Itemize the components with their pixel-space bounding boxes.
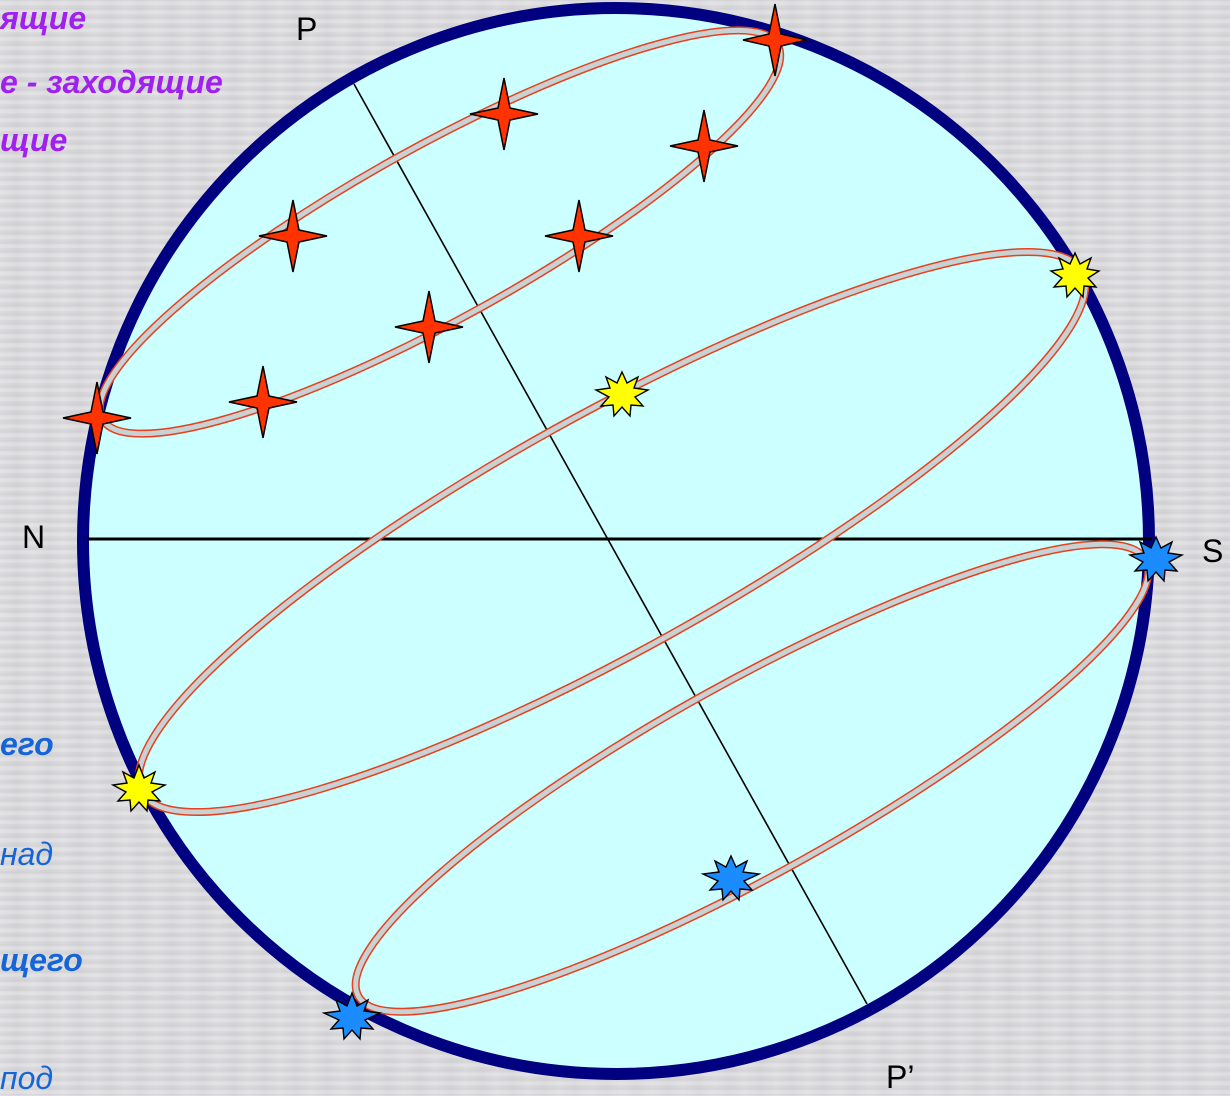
stars-rising-setting	[110, 251, 1101, 813]
caption-above-horizon: над	[0, 836, 54, 872]
four-point-star-icon	[742, 3, 808, 77]
four-point-star-icon	[669, 109, 739, 183]
four-point-star-icon	[258, 199, 328, 273]
celestial-sphere	[77, 2, 1155, 1080]
four-point-star-icon	[394, 290, 464, 364]
label-pole-north: P	[296, 11, 317, 47]
caption-below-horizon: под	[0, 1060, 54, 1096]
caption-rising-setting: е - заходящие	[0, 64, 223, 100]
four-point-star-icon	[469, 77, 539, 151]
burst-star-yellow-icon	[593, 370, 651, 418]
four-point-star-icon	[544, 199, 614, 273]
caption-upper-culmination: его	[0, 726, 54, 762]
four-point-star-icon	[62, 381, 132, 455]
burst-star-blue-icon	[321, 991, 383, 1041]
label-pole-south: P’	[886, 1059, 914, 1094]
label-south: S	[1202, 533, 1223, 569]
caption-non-rising: щие	[0, 122, 68, 158]
burst-star-yellow-icon	[110, 763, 168, 813]
caption-non-setting: ящие	[0, 0, 87, 36]
burst-star-yellow-icon	[1049, 251, 1101, 299]
world-axis	[353, 83, 868, 1005]
burst-star-blue-icon	[1127, 535, 1185, 583]
burst-star-blue-icon	[700, 854, 762, 902]
label-north: N	[22, 519, 45, 555]
caption-lower-culmination: щего	[0, 942, 83, 978]
stars-non-setting	[62, 3, 808, 455]
stars-non-rising	[321, 535, 1185, 1041]
four-point-star-icon	[228, 365, 298, 439]
